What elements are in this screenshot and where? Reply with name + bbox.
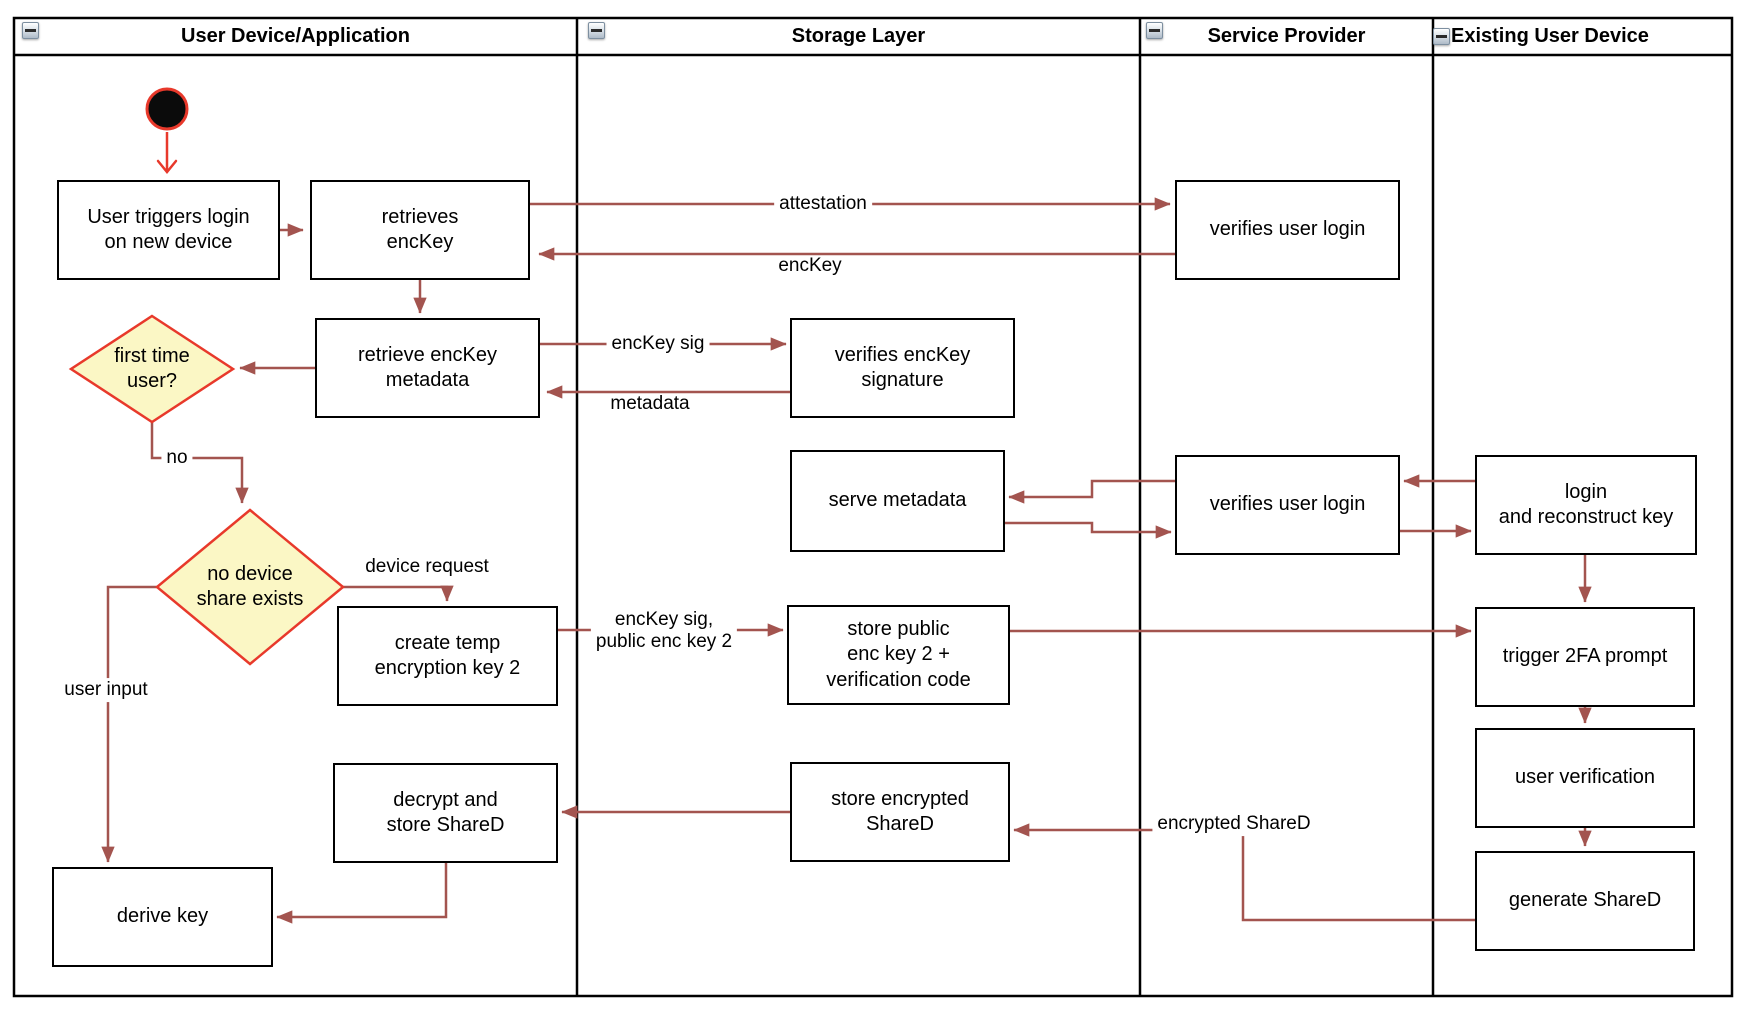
minus-icon [591, 29, 602, 32]
node-trigger-2fa-prompt: trigger 2FA prompt [1475, 607, 1695, 707]
edge-user-input [101, 585, 157, 863]
collapse-lane-icon[interactable] [1433, 28, 1450, 45]
node-verifies-user-login-2: verifies user login [1175, 455, 1400, 555]
node-user-verification: user verification [1475, 728, 1695, 828]
decision-first-time-user-label: first time user? [114, 345, 190, 392]
node-generate-shared: generate ShareD [1475, 851, 1695, 951]
collapse-lane-icon[interactable] [22, 22, 39, 39]
edge-decrypt-to-derive [276, 863, 448, 924]
lane-header-existing-user-device: Existing User Device [1433, 18, 1732, 55]
decision-diamond-first-time-user [68, 314, 236, 424]
edge-label-encrypted-shared: encrypted ShareD [1152, 812, 1316, 836]
node-store-encrypted-shared: store encrypted ShareD [790, 762, 1010, 862]
node-retrieves-enckey: retrieves encKey [310, 180, 530, 280]
edge-label-enckey: encKey [778, 255, 842, 277]
edge-verifies2-to-serve [1008, 479, 1175, 504]
lane-header-storage-layer: Storage Layer [791, 25, 926, 47]
edge-label-enckey-sig: encKey sig [606, 332, 710, 356]
node-verifies-user-login-1: verifies user login [1175, 180, 1400, 280]
edge-encrypted-shared [1013, 823, 1475, 922]
node-serve-metadata: serve metadata [790, 450, 1005, 552]
node-create-temp-key: create temp encryption key 2 [337, 606, 558, 706]
edge-label-metadata: metadata [610, 393, 690, 415]
decision-diamond-no-device-share [155, 508, 345, 666]
edge-label-enckey-sig-public: encKey sig, public enc key 2 [590, 608, 738, 654]
lane-title: Existing User Device [1451, 25, 1649, 47]
edge-label-device-request: device request [365, 556, 489, 578]
start-arrowhead [156, 159, 178, 174]
edge-label-user-input: user input [59, 678, 153, 702]
node-store-public-key: store public enc key 2 + verification co… [787, 605, 1010, 705]
edge-device-request [343, 585, 454, 602]
edge-label-attestation: attestation [774, 192, 872, 216]
collapse-lane-icon[interactable] [588, 22, 605, 39]
node-retrieve-enckey-metadata: retrieve encKey metadata [315, 318, 540, 418]
collapse-lane-icon[interactable] [1146, 22, 1163, 39]
minus-icon [1436, 35, 1447, 38]
node-derive-key: derive key [52, 867, 273, 967]
node-login-reconstruct-key: login and reconstruct key [1475, 455, 1697, 555]
edge-serve-to-verifies2 [1005, 521, 1172, 539]
node-verifies-enckey-signature: verifies encKey signature [790, 318, 1015, 418]
minus-icon [1149, 29, 1160, 32]
node-decrypt-store-shared: decrypt and store ShareD [333, 763, 558, 863]
swimlane-frame [12, 16, 1734, 998]
lane-header-user-device: User Device/Application [181, 25, 410, 47]
lane-header-service-provider: Service Provider [1207, 25, 1366, 47]
start-node [145, 87, 189, 131]
flow-connectors [101, 197, 1592, 924]
decision-no-device-share-label: no device share exists [196, 563, 304, 610]
node-user-triggers-login: User triggers login on new device [57, 180, 280, 280]
minus-icon [25, 29, 36, 32]
edge-label-no: no [161, 446, 193, 470]
edge-no-branch [150, 422, 249, 504]
